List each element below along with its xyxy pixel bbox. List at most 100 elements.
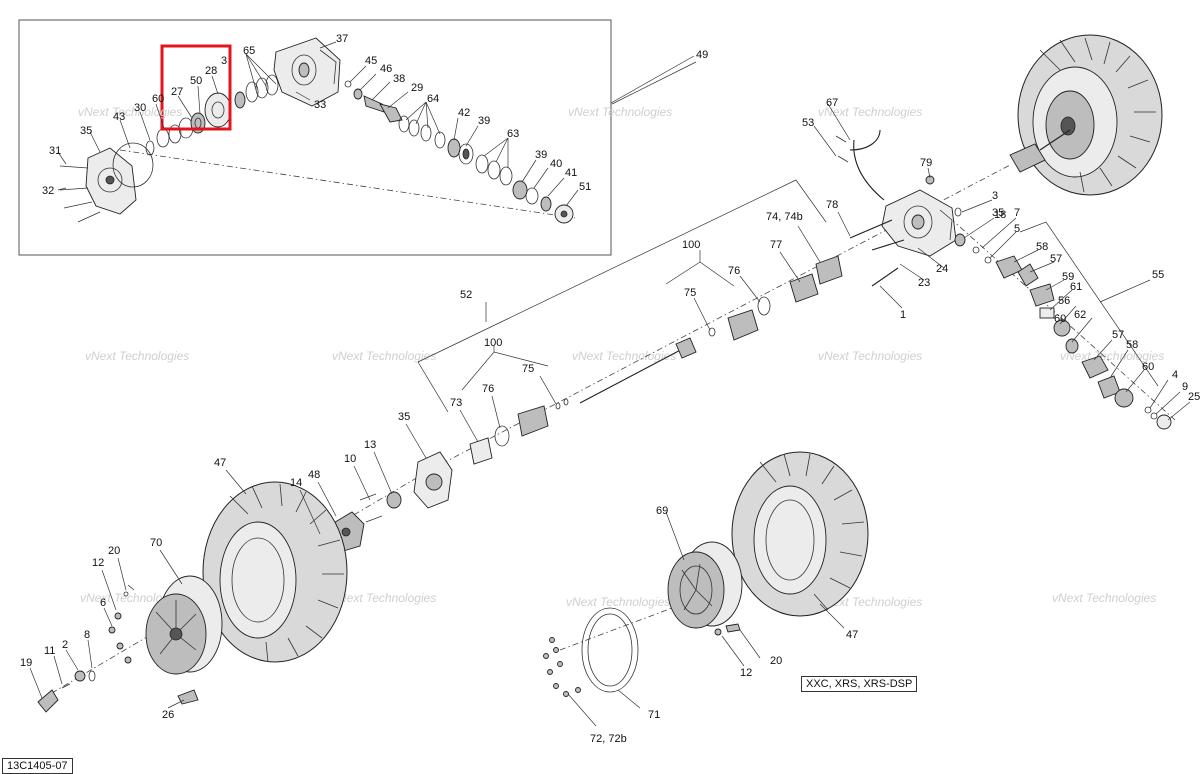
callout-42: 42 — [458, 107, 470, 119]
callout-37: 37 — [336, 33, 348, 45]
svg-text:vNext Technologies: vNext Technologies — [818, 595, 922, 609]
beadlock-bolts — [543, 637, 581, 697]
rear-left-wheel — [667, 541, 743, 629]
callout-59: 59 — [1062, 271, 1074, 283]
callout-57b: 57 — [1112, 329, 1124, 341]
callout-39b: 39 — [535, 149, 547, 161]
callout-49: 49 — [696, 49, 708, 61]
callout-75: 75 — [684, 287, 696, 299]
callout-3: 3 — [221, 55, 227, 67]
svg-text:vNext Technologies: vNext Technologies — [818, 105, 922, 119]
rear-right-tire — [1017, 34, 1163, 196]
callout-77: 77 — [770, 239, 782, 251]
callout-27: 27 — [171, 86, 183, 98]
callout-24: 24 — [936, 263, 948, 275]
callout-58b: 58 — [1126, 339, 1138, 351]
callout-19: 19 — [20, 657, 32, 669]
svg-text:vNext Technologies: vNext Technologies — [818, 349, 922, 363]
detail-inset — [18, 19, 695, 256]
callout-23: 23 — [918, 277, 930, 289]
callout-26: 26 — [162, 709, 174, 721]
callout-2: 2 — [62, 639, 68, 651]
svg-text:vNext Technologies: vNext Technologies — [572, 349, 676, 363]
callout-32: 32 — [42, 185, 54, 197]
callout-52: 52 — [460, 289, 472, 301]
front-left-wheel — [145, 575, 223, 675]
callout-8: 8 — [84, 629, 90, 641]
drive-shaft — [579, 255, 843, 404]
callout-76: 76 — [728, 265, 740, 277]
differential-housing — [273, 37, 341, 107]
callout-1: 1 — [900, 309, 906, 321]
callout-40: 40 — [550, 158, 562, 170]
knuckle — [413, 451, 453, 509]
callout-13: 13 — [364, 439, 376, 451]
callout-39: 39 — [478, 115, 490, 127]
diagram-reference-code: 13C1405-07 — [2, 758, 73, 774]
callout-33: 33 — [314, 99, 326, 111]
right-cv-joint — [1009, 129, 1071, 173]
callout-47: 47 — [214, 457, 226, 469]
callout-43: 43 — [113, 111, 125, 123]
callout-5: 5 — [1014, 223, 1020, 235]
callout-38: 38 — [393, 73, 405, 85]
svg-text:vNext Technologies: vNext Technologies — [1052, 591, 1156, 605]
front-left-tire — [202, 481, 348, 663]
callout-60: 60 — [152, 93, 164, 105]
callout-60: 60 — [1142, 361, 1154, 373]
callout-64: 64 — [427, 93, 439, 105]
callout-70: 70 — [150, 537, 162, 549]
callout-35b: 35 — [992, 207, 1004, 219]
callout-100b: 100 — [484, 337, 502, 349]
inset-parts — [59, 37, 576, 224]
callout-50: 50 — [190, 75, 202, 87]
callout-61: 61 — [1070, 281, 1082, 293]
callout-63: 63 — [507, 128, 519, 140]
callout-72: 72, 72b — [590, 733, 627, 745]
callout-62: 62 — [1074, 309, 1086, 321]
callout-78: 78 — [826, 199, 838, 211]
left-cv-joint — [469, 398, 569, 465]
callout-75b: 75 — [522, 363, 534, 375]
rear-differential — [881, 189, 957, 257]
beadlock-ring — [581, 607, 639, 693]
callout-25: 25 — [1188, 391, 1200, 403]
svg-text:vNext Technologies: vNext Technologies — [568, 105, 672, 119]
callout-55: 55 — [1152, 269, 1164, 281]
watermarks: vNext Technologies vNext Technologies vN… — [78, 105, 1164, 609]
svg-text:vNext Technologies: vNext Technologies — [332, 349, 436, 363]
callout-58: 58 — [1036, 241, 1048, 253]
svg-text:vNext Technologies: vNext Technologies — [85, 349, 189, 363]
svg-text:vNext Technologies: vNext Technologies — [1060, 349, 1164, 363]
callout-60b: 60 — [1054, 313, 1066, 325]
callout-35: 35 — [80, 125, 92, 137]
callout-74: 74, 74b — [766, 211, 803, 223]
callout-79: 79 — [920, 157, 932, 169]
model-applicability-label: XXC, XRS, XRS-DSP — [801, 676, 918, 692]
callout-4: 4 — [1172, 369, 1178, 381]
callout-14: 14 — [290, 477, 302, 489]
callout-48: 48 — [308, 469, 320, 481]
callout-56: 56 — [1058, 295, 1070, 307]
callout-12: 12 — [92, 557, 104, 569]
callout-57: 57 — [1050, 253, 1062, 265]
svg-text:vNext Technologies: vNext Technologies — [332, 591, 436, 605]
callout-45: 45 — [365, 55, 377, 67]
callout-18: 18 — [994, 209, 1006, 221]
callout-69: 69 — [656, 505, 668, 517]
callout-9: 9 — [1182, 381, 1188, 393]
callout-11: 11 — [44, 645, 55, 657]
callout-71: 71 — [648, 709, 660, 721]
callout-73: 73 — [450, 397, 462, 409]
callout-labels: 37 65 3 28 50 27 60 30 43 35 31 32 45 46… — [20, 33, 1200, 745]
callout-41: 41 — [565, 167, 577, 179]
callout-46: 46 — [380, 63, 392, 75]
leader-lines — [29, 41, 1191, 727]
callout-20b: 20 — [770, 655, 782, 667]
callout-7: 7 — [1014, 207, 1020, 219]
callout-47b: 47 — [846, 629, 858, 641]
callout-100: 100 — [682, 239, 700, 251]
callout-20: 20 — [108, 545, 120, 557]
callout-76b: 76 — [482, 383, 494, 395]
